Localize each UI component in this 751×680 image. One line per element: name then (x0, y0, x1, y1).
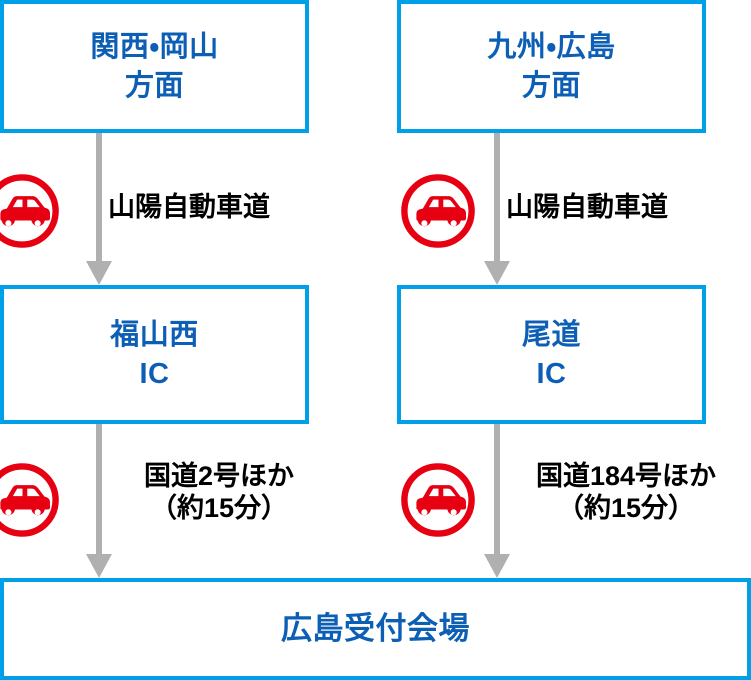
node-hiroshima-venue-label: 広島受付会場 (281, 610, 470, 646)
car-in-circle-icon (398, 460, 478, 540)
arrow-ic-left-to-venue (86, 424, 112, 578)
node-origin-kyushu-hiroshima-label: 九州・広島 方面 (487, 31, 616, 102)
arrow-head (484, 261, 510, 285)
node-onomichi-ic: 尾道 IC (397, 285, 706, 424)
arrow-head (484, 554, 510, 578)
node-origin-kansai-okayama-label: 関西・岡山 方面 (90, 31, 219, 102)
arrow-head (86, 261, 112, 285)
car-in-circle-icon (0, 171, 62, 251)
route-label-sanyo-expressway-right: 山陽自動車道 (506, 192, 668, 222)
arrow-shaft (96, 424, 102, 554)
car-in-circle-icon (398, 171, 478, 251)
route-label-route184-right: 国道184号ほか （約15分） (535, 461, 717, 523)
node-onomichi-ic-label: 尾道 IC (521, 319, 581, 390)
arrow-shaft (96, 133, 102, 261)
arrow-shaft (494, 424, 500, 554)
route-label-route2-left: 国道2号ほか （約15分） (143, 461, 295, 523)
route-label-sanyo-expressway-left: 山陽自動車道 (108, 192, 270, 222)
node-origin-kyushu-hiroshima: 九州・広島 方面 (397, 0, 706, 133)
node-origin-kansai-okayama: 関西・岡山 方面 (0, 0, 309, 133)
node-hiroshima-venue: 広島受付会場 (0, 578, 751, 680)
arrow-ic-right-to-venue (484, 424, 510, 578)
arrow-origin-right-to-ic-right (484, 133, 510, 285)
arrow-head (86, 554, 112, 578)
arrow-origin-left-to-ic-left (86, 133, 112, 285)
node-fukuyama-nishi-ic-label: 福山西 IC (110, 319, 199, 390)
node-fukuyama-nishi-ic: 福山西 IC (0, 285, 309, 424)
arrow-shaft (494, 133, 500, 261)
car-in-circle-icon (0, 460, 62, 540)
